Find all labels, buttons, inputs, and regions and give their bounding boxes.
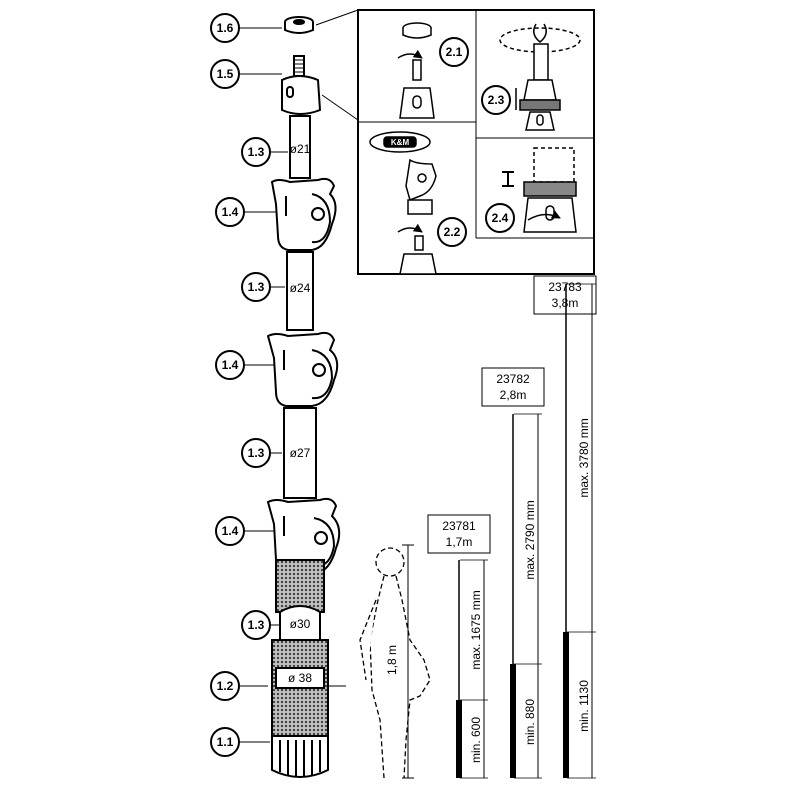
step-2-4: 2.4 xyxy=(485,147,577,233)
diameter-30: ø30 xyxy=(290,617,311,631)
step-2-1: 2.1 xyxy=(397,22,469,119)
callout-1-4-c: 1.4 xyxy=(215,516,278,546)
person-height-label: 1,8 m xyxy=(385,645,399,675)
callout-1-1: 1.1 xyxy=(210,727,270,757)
callout-1-4-b-label: 1.4 xyxy=(222,358,239,372)
model-23781: 23781 1,7m max. 1675 mm min. 600 xyxy=(427,514,491,779)
cap-nut-icon xyxy=(284,16,314,34)
model-23783-code: 23783 xyxy=(548,280,582,294)
callout-1-3-b: 1.3 xyxy=(241,272,285,302)
model-23782: 23782 2,8m max. 2790 mm min. 880 xyxy=(481,367,545,779)
step-2-3: 2.3 xyxy=(481,23,581,131)
clamp-1-icon xyxy=(270,177,337,251)
callout-1-3-a: 1.3 xyxy=(241,137,288,167)
model-23783: 23783 3,8m max. 3780 mm min. 1130 xyxy=(533,275,597,779)
assembly-inset: 2.1 K&M 2.2 2.3 xyxy=(357,9,595,275)
callout-1-4-c-label: 1.4 xyxy=(222,524,239,538)
model-23782-code: 23782 xyxy=(496,372,530,386)
callout-1-4-b: 1.4 xyxy=(215,350,278,380)
step-2-2: K&M 2.2 xyxy=(369,131,467,275)
model-23781-code: 23781 xyxy=(442,519,476,533)
model-23782-max: max. 2790 mm xyxy=(523,500,537,579)
callout-1-3-d-label: 1.3 xyxy=(248,618,265,632)
diameter-24: ø24 xyxy=(290,281,311,295)
callout-1-5-label: 1.5 xyxy=(217,67,234,81)
model-23783-length: 3,8m xyxy=(552,296,579,310)
diameter-27: ø27 xyxy=(290,446,311,460)
callout-1-4-a-label: 1.4 xyxy=(222,205,239,219)
model-23781-min: min. 600 xyxy=(469,717,483,763)
person-silhouette-icon xyxy=(359,547,431,779)
model-23781-length: 1,7m xyxy=(446,535,473,549)
callout-1-2: 1.2 xyxy=(210,671,268,701)
main-pole xyxy=(266,16,341,778)
diameter-21: ø21 xyxy=(290,142,311,156)
model-23783-max: max. 3780 mm xyxy=(577,418,591,497)
tube-segment-2 xyxy=(286,251,314,331)
clamp-2-icon xyxy=(266,331,339,407)
step-2-1-label: 2.1 xyxy=(446,45,463,59)
callout-1-3-b-label: 1.3 xyxy=(248,280,265,294)
callout-1-2-label: 1.2 xyxy=(217,679,234,693)
callout-1-1-label: 1.1 xyxy=(217,735,234,749)
callout-1-6-label: 1.6 xyxy=(217,21,234,35)
callout-1-3-c-label: 1.3 xyxy=(248,446,265,460)
model-23782-min: min. 880 xyxy=(523,699,537,745)
model-23781-max: max. 1675 mm xyxy=(469,590,483,669)
step-2-3-label: 2.3 xyxy=(488,93,505,107)
tube-segment-3 xyxy=(283,407,317,499)
rubber-foot-icon xyxy=(271,735,329,778)
step-2-4-label: 2.4 xyxy=(492,211,509,225)
callout-1-3-c: 1.3 xyxy=(241,438,282,468)
callout-1-5: 1.5 xyxy=(210,59,282,89)
step-2-2-label: 2.2 xyxy=(444,225,461,239)
model-23783-min: min. 1130 xyxy=(577,680,591,732)
callout-1-3-d: 1.3 xyxy=(241,610,280,640)
diameter-38: ø 38 xyxy=(288,671,312,685)
person-height-dimension: 1,8 m xyxy=(385,544,414,779)
callout-1-3-a-label: 1.3 xyxy=(248,145,265,159)
tube-segment-1 xyxy=(289,115,311,179)
threaded-spigot-icon xyxy=(281,55,322,115)
callout-1-6: 1.6 xyxy=(210,13,282,43)
km-logo: K&M xyxy=(391,138,410,147)
diameter-labels: ø21 ø24 ø27 ø30 ø 38 xyxy=(288,142,346,687)
callout-1-4-a: 1.4 xyxy=(215,197,280,227)
grip-sleeve-upper xyxy=(275,559,325,613)
model-23782-length: 2,8m xyxy=(500,388,527,402)
